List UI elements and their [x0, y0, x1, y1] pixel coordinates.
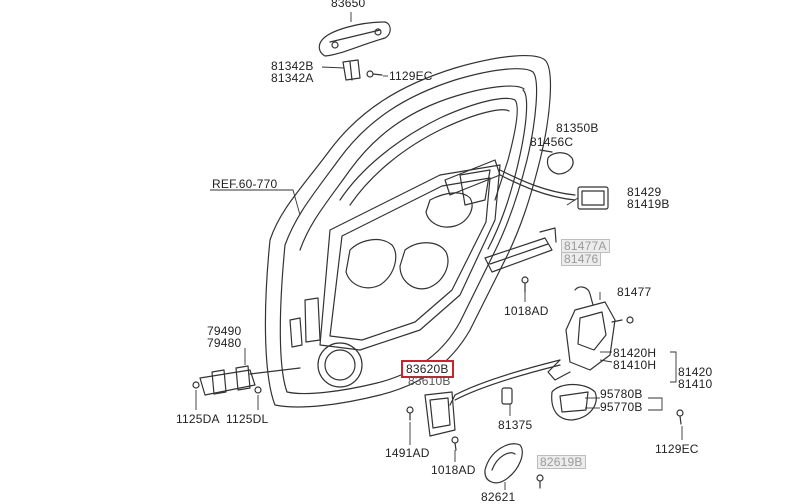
label-1125da[interactable]: 1125DA: [176, 412, 220, 426]
inside-handle: [424, 391, 456, 437]
label-83610b[interactable]: 83610B: [408, 374, 451, 388]
label-81342a[interactable]: 81342A: [271, 71, 314, 85]
label-79490[interactable]: 79490: [207, 324, 242, 338]
label-81429[interactable]: 81429: [627, 185, 662, 199]
latch-assembly: [565, 301, 616, 371]
label-ref-60-770[interactable]: REF.60-770: [212, 177, 278, 191]
label-79480[interactable]: 79480: [207, 336, 242, 350]
door-frame-outer: [264, 55, 552, 408]
label-81342b[interactable]: 81342B: [271, 59, 314, 73]
label-81350b[interactable]: 81350B: [556, 121, 599, 135]
label-81419b[interactable]: 81419B: [627, 197, 670, 211]
door-frame-inner: [279, 68, 538, 395]
label-1491ad[interactable]: 1491AD: [385, 446, 430, 460]
label-81420[interactable]: 81420: [678, 365, 713, 379]
outside-handle: [318, 21, 391, 57]
label-81477a[interactable]: 81477A: [561, 239, 610, 253]
label-81477[interactable]: 81477: [617, 285, 652, 299]
door-checker: [199, 369, 256, 396]
label-1125dl[interactable]: 1125DL: [226, 412, 269, 426]
label-1129ec-top[interactable]: 1129EC: [389, 69, 433, 83]
label-82621[interactable]: 82621: [481, 490, 516, 504]
label-81420h[interactable]: 81420H: [613, 346, 657, 360]
label-95780b[interactable]: 95780B: [600, 387, 643, 401]
label-83650[interactable]: 83650: [331, 0, 366, 10]
label-81456c[interactable]: 81456C: [530, 135, 574, 149]
label-1018ad-mid[interactable]: 1018AD: [504, 304, 549, 318]
label-81410h[interactable]: 81410H: [613, 358, 657, 372]
label-81410[interactable]: 81410: [678, 377, 713, 391]
label-82619b[interactable]: 82619B: [537, 455, 586, 469]
label-81476[interactable]: 81476: [561, 252, 602, 266]
label-83620b[interactable]: 83620B: [401, 360, 454, 378]
label-1129ec-bot[interactable]: 1129EC: [655, 442, 699, 456]
label-95770b[interactable]: 95770B: [600, 400, 643, 414]
label-1018ad-bot[interactable]: 1018AD: [431, 463, 476, 477]
label-81375[interactable]: 81375: [498, 418, 533, 432]
